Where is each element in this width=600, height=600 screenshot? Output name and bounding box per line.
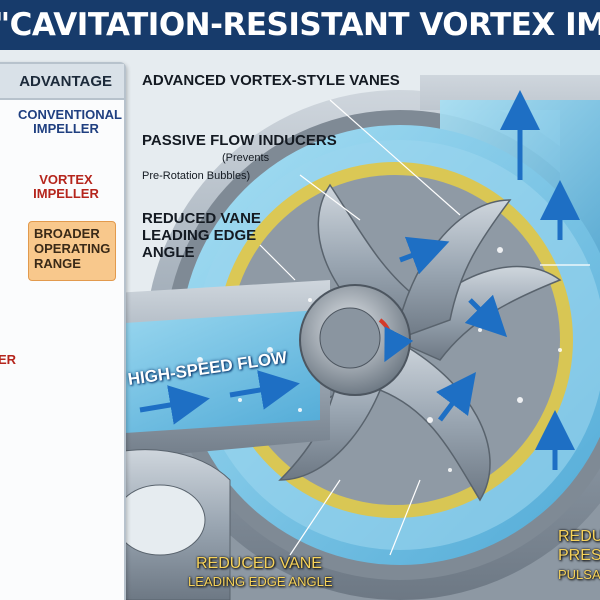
rotation-arrow: [378, 318, 414, 363]
advantage-panel: ADVANTAGE CONVENTIONAL IMPELLER VORTEX I…: [0, 62, 126, 600]
leader-lines: [259, 99, 590, 556]
right-callout-1: REDUC: [558, 528, 600, 545]
inducers-note-a: (Prevents: [222, 152, 270, 164]
operating-range-box: [28, 221, 116, 281]
bottom-callout-sub: LEADING EDGE ANGLE: [188, 574, 333, 589]
inducers-callout: PASSIVE FLOW INDUCERS: [142, 132, 337, 149]
vanes-callout: ADVANCED VORTEX-STYLE VANES: [142, 72, 400, 89]
panel-heading: ADVANTAGE: [0, 64, 124, 100]
inducers-note-b: Pre-Rotation Bubbles): [142, 170, 251, 182]
right-callout-2: PRESS: [558, 547, 600, 564]
page-title: "CAVITATION-RESISTANT VORTEX IMPELLER: [0, 0, 600, 50]
leading-edge-callout: REDUCED VANE LEADING EDGE ANGLE: [142, 210, 261, 261]
operating-range-label: BROADER OPERATING RANGE: [34, 226, 111, 271]
conventional-impeller-label: CONVENTIONAL IMPELLER: [18, 107, 122, 136]
right-callout-3: PULSAT: [558, 567, 600, 582]
clipped-impeller-label: LER: [0, 352, 16, 367]
bottom-callout-title: REDUCED VANE: [196, 555, 322, 572]
vortex-impeller-label: VORTEX IMPELLER: [33, 172, 99, 201]
